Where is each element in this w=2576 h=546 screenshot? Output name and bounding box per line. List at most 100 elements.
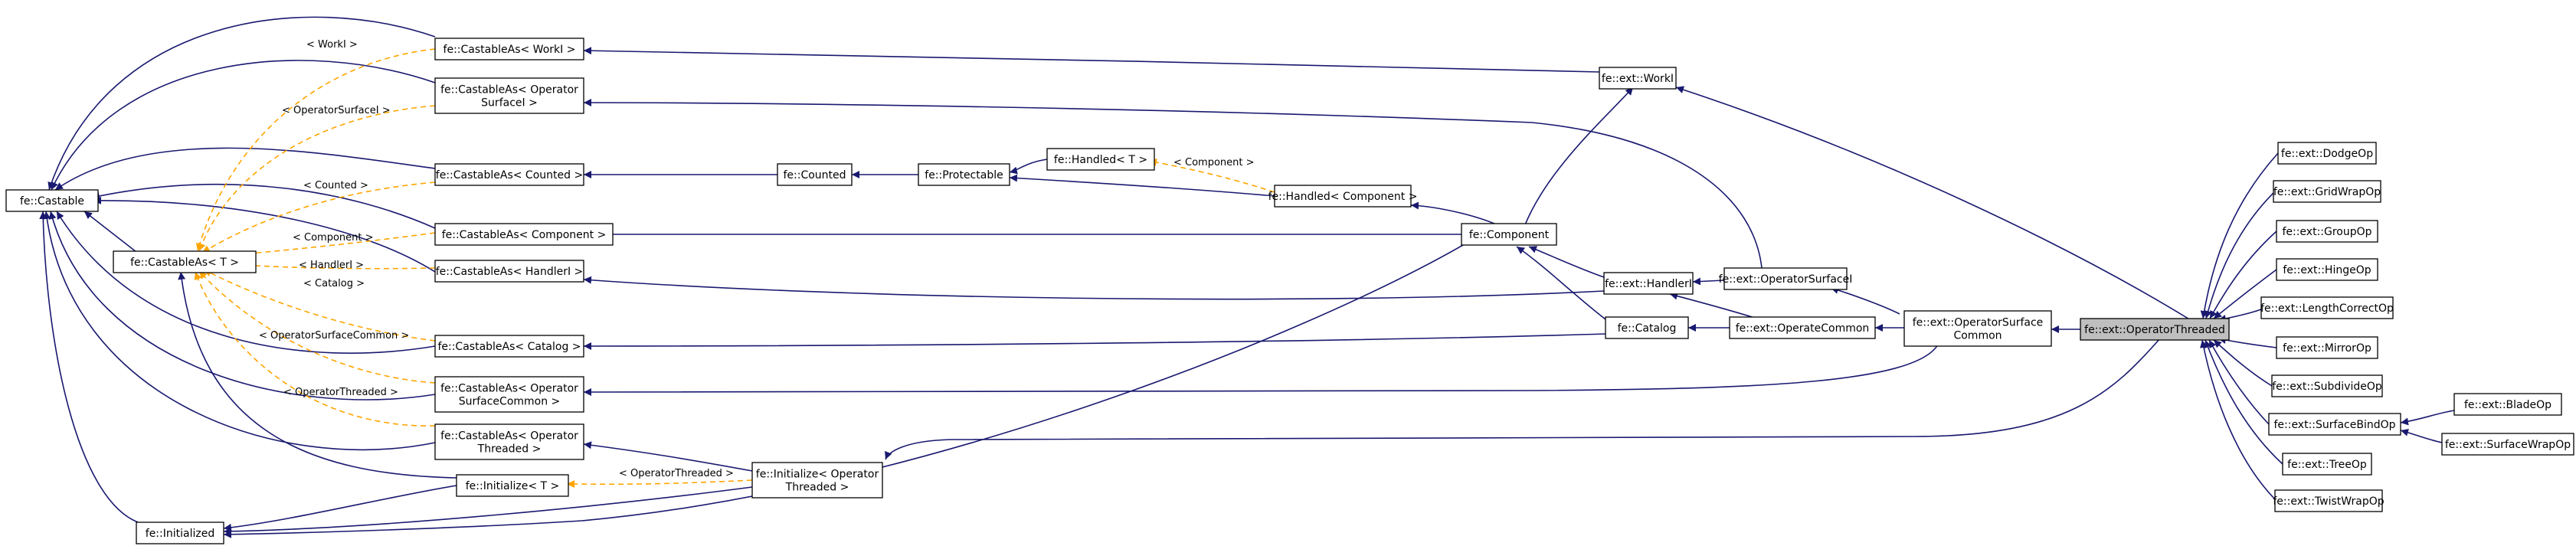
- edge-opsurfi-to-castopsurfi: [583, 99, 1763, 269]
- class-node-op-surf-i[interactable]: fe::ext::OperatorSurfaceI: [1719, 267, 1853, 290]
- class-node-box: [2273, 180, 2381, 203]
- class-node-label: fe::CastableAs< HandlerI >: [436, 266, 584, 278]
- edge-blade-to-surfacebind: [2400, 410, 2455, 426]
- class-node-cast-counted[interactable]: fe::CastableAs< Counted >: [434, 163, 584, 186]
- class-node-op-threaded[interactable]: fe::ext::OperatorThreaded: [2080, 318, 2230, 341]
- edge-casthandleri-to-castable: [93, 196, 436, 273]
- edge-initialized-to-castable: [39, 211, 139, 523]
- class-node-length-correct[interactable]: fe::ext::LengthCorrectOp: [2260, 296, 2394, 319]
- edge-initopthreaded-to-castopthreaded: [583, 441, 753, 472]
- edge-handledt-to-protectable: [1009, 159, 1048, 175]
- edge-label-counted: < Counted >: [303, 180, 368, 191]
- class-node-component[interactable]: fe::Component: [1461, 223, 1557, 246]
- class-node-label: fe::CastableAs< Operator: [440, 84, 578, 96]
- edge-label-catalog: < Catalog >: [303, 278, 365, 289]
- class-node-box: [113, 250, 257, 273]
- class-node-label: fe::Initialize< T >: [466, 480, 559, 492]
- tpl-edge-opthreaded: [194, 271, 436, 427]
- class-node-mirror[interactable]: fe::ext::MirrorOp: [2276, 336, 2378, 359]
- class-node-label: fe::Handled< Component >: [1268, 191, 1418, 203]
- class-node-handled-comp[interactable]: fe::Handled< Component >: [1268, 185, 1418, 208]
- class-node-label: fe::Handled< T >: [1054, 154, 1147, 166]
- edge-handledcomp-to-protectable: [1009, 174, 1275, 197]
- tpl-edge-counted: [201, 181, 436, 253]
- class-node-label: fe::ext::GroupOp: [2282, 226, 2371, 238]
- class-node-hinge[interactable]: fe::ext::HingeOp: [2276, 258, 2378, 281]
- tpl-edge-opsurfcommon: [198, 270, 436, 384]
- class-node-init-op-threaded[interactable]: fe::Initialize< OperatorThreaded >: [751, 462, 883, 499]
- tpl-edge-handleri: [209, 259, 436, 270]
- class-node-subdivide[interactable]: fe::ext::SubdivideOp: [2271, 374, 2383, 397]
- class-node-box: [2080, 318, 2230, 341]
- class-node-box: [434, 223, 614, 246]
- class-node-label: fe::ext::HandlerI: [1605, 278, 1692, 290]
- class-node-label: fe::Initialize< Operator: [756, 469, 879, 481]
- class-node-surface-bind[interactable]: fe::ext::SurfaceBindOp: [2268, 413, 2401, 436]
- class-node-label: Threaded >: [785, 482, 849, 494]
- class-node-label: fe::CastableAs< Component >: [442, 229, 607, 241]
- class-node-label: fe::ext::TreeOp: [2287, 459, 2367, 471]
- class-node-blade[interactable]: fe::ext::BladeOp: [2453, 393, 2562, 416]
- class-node-handled-t[interactable]: fe::Handled< T >: [1046, 148, 1155, 171]
- class-node-label: fe::ext::OperatorSurface: [1913, 317, 2044, 329]
- edge-castopthreaded-to-castable: [43, 211, 436, 451]
- class-node-tree[interactable]: fe::ext::TreeOp: [2282, 453, 2372, 476]
- class-node-catalog[interactable]: fe::Catalog: [1605, 316, 1689, 339]
- class-node-box: [1603, 272, 1694, 295]
- edge-component-to-worki: [1524, 87, 1634, 227]
- class-node-box: [1046, 148, 1155, 171]
- class-node-initialized[interactable]: fe::Initialized: [136, 521, 224, 544]
- class-node-group[interactable]: fe::ext::GroupOp: [2276, 220, 2378, 243]
- class-node-work-i[interactable]: fe::ext::WorkI: [1599, 67, 1677, 90]
- edge-label-handleri: < HandlerI >: [299, 260, 364, 271]
- class-node-box: [2277, 142, 2377, 165]
- class-node-label: fe::Counted: [783, 169, 846, 181]
- class-node-label: fe::CastableAs< T >: [130, 257, 239, 269]
- class-node-dodge[interactable]: fe::ext::DodgeOp: [2277, 142, 2377, 165]
- edge-opsurfcommon-to-castopsurfcommon: [583, 344, 1939, 396]
- class-node-label: fe::ext::SubdivideOp: [2272, 381, 2382, 393]
- class-node-box: [434, 376, 584, 413]
- class-node-box: [5, 189, 99, 212]
- class-node-op-surf-common[interactable]: fe::ext::OperatorSurfaceCommon: [1903, 310, 2052, 347]
- class-node-box: [434, 77, 584, 114]
- class-node-label: fe::CastableAs< Operator: [440, 383, 578, 395]
- tpl-edge-initopthreaded: [566, 479, 753, 489]
- edge-group-to-opthreaded: [2209, 230, 2277, 319]
- class-node-box: [2271, 374, 2383, 397]
- class-node-protectable[interactable]: fe::Protectable: [918, 163, 1010, 186]
- class-node-castable-t[interactable]: fe::CastableAs< T >: [113, 250, 257, 273]
- class-node-init-t[interactable]: fe::Initialize< T >: [456, 474, 569, 497]
- class-node-box: [1903, 310, 2052, 347]
- class-node-label: fe::ext::OperatorSurfaceI: [1719, 273, 1853, 286]
- class-node-box: [434, 38, 584, 60]
- class-node-box: [2268, 413, 2401, 436]
- class-node-label: SurfaceI >: [481, 97, 538, 110]
- class-node-grid-wrap[interactable]: fe::ext::GridWrapOp: [2273, 180, 2381, 203]
- class-node-cast-catalog[interactable]: fe::CastableAs< Catalog >: [434, 335, 584, 358]
- class-node-cast-work-i[interactable]: fe::CastableAs< WorkI >: [434, 38, 584, 60]
- edge-label-worki: < WorkI >: [306, 39, 358, 51]
- class-node-label: fe::ext::BladeOp: [2464, 399, 2551, 411]
- class-node-box: [918, 163, 1010, 186]
- class-node-cast-op-surf-i[interactable]: fe::CastableAs< OperatorSurfaceI >: [434, 77, 584, 114]
- class-node-cast-component[interactable]: fe::CastableAs< Component >: [434, 223, 614, 246]
- edge-opthreaded-to-initopthreaded: [885, 338, 2161, 460]
- class-node-label: fe::Protectable: [925, 169, 1003, 181]
- class-node-cast-op-threaded[interactable]: fe::CastableAs< OperatorThreaded >: [434, 423, 584, 460]
- class-node-operate-common[interactable]: fe::ext::OperateCommon: [1729, 316, 1876, 339]
- class-node-surface-wrap[interactable]: fe::ext::SurfaceWrapOp: [2441, 433, 2574, 456]
- class-node-label: fe::ext::SurfaceBindOp: [2273, 419, 2395, 431]
- class-node-label: fe::CastableAs< Catalog >: [437, 341, 581, 353]
- class-node-box: [2276, 220, 2378, 243]
- class-node-handler-i[interactable]: fe::ext::HandlerI: [1603, 272, 1694, 295]
- class-node-twist-wrap[interactable]: fe::ext::TwistWrapOp: [2273, 489, 2385, 512]
- tpl-edge-opsurfi: [198, 105, 436, 252]
- edge-label-opsurfcommon: < OperatorSurfaceCommon >: [259, 330, 409, 342]
- tpl-edge-handledcomp: [1148, 159, 1275, 193]
- class-node-cast-handler-i[interactable]: fe::CastableAs< HandlerI >: [434, 260, 584, 283]
- edge-hinge-to-opthreaded: [2213, 269, 2277, 319]
- class-node-cast-op-surf-common[interactable]: fe::CastableAs< OperatorSurfaceCommon >: [434, 376, 584, 413]
- class-node-castable[interactable]: fe::Castable: [5, 189, 99, 212]
- class-node-counted[interactable]: fe::Counted: [777, 163, 853, 186]
